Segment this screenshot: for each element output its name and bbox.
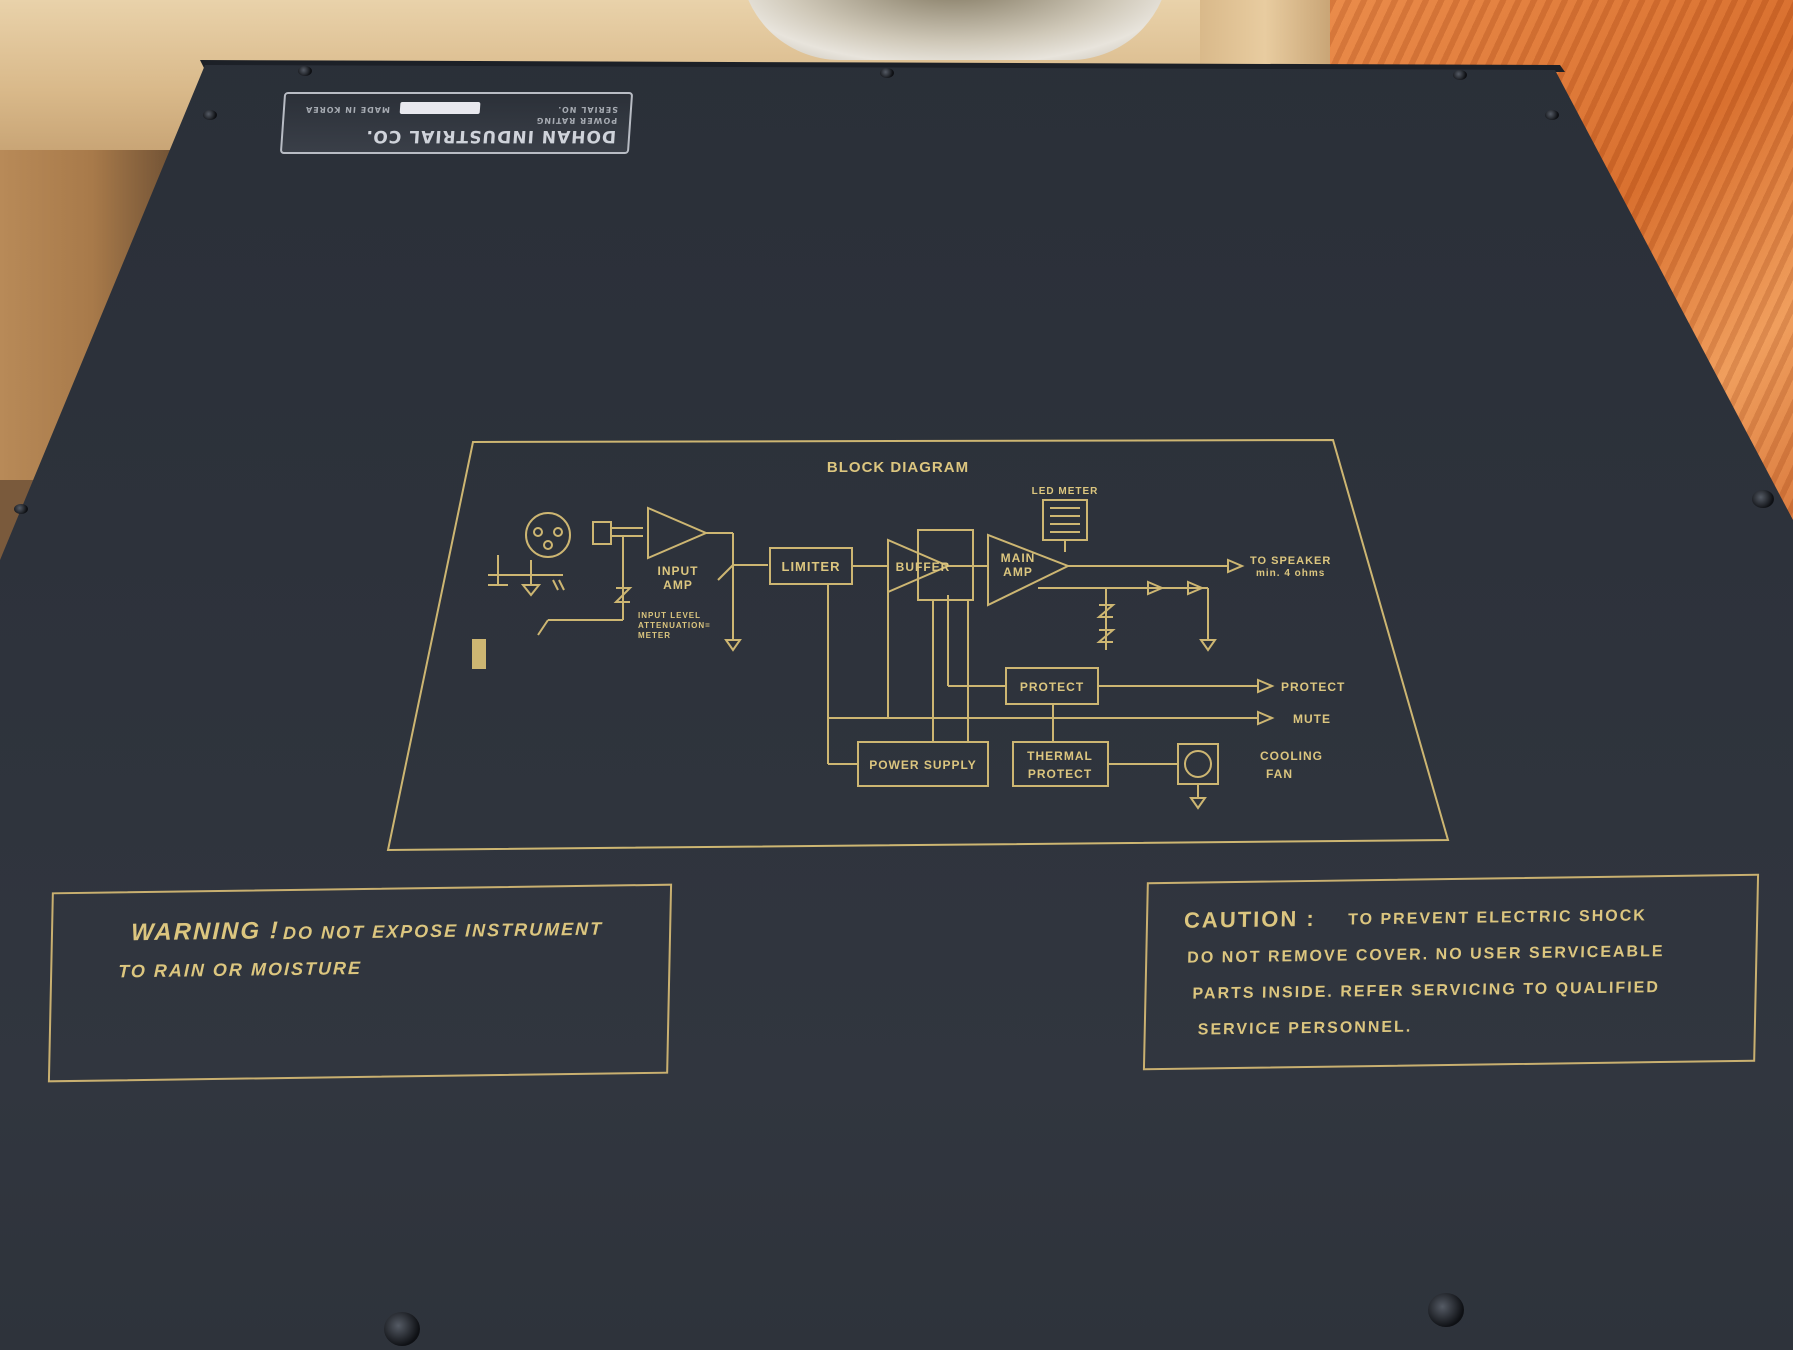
screw-icon <box>1453 70 1467 80</box>
attenuation-label-3: METER <box>638 631 671 640</box>
main-amp-label-1: MAIN <box>1001 551 1036 565</box>
input-amp-label-1: INPUT <box>658 564 699 578</box>
to-speaker-label-1: TO SPEAKER <box>1250 555 1331 567</box>
metal-bowl <box>740 0 1170 60</box>
block-diagram-title: BLOCK DIAGRAM <box>827 459 969 476</box>
block-diagram-svg: BLOCK DIAGRAM LED METER INPUT AMP INPUT … <box>386 438 1450 852</box>
cooling-fan-label-1: COOLING <box>1260 749 1323 763</box>
screw-icon <box>14 504 28 514</box>
caution-line-4: SERVICE PERSONNEL. <box>1197 1018 1413 1039</box>
diagram-frame <box>386 438 1450 852</box>
plate-power-text: POWER RATING <box>535 116 618 125</box>
buffer-label: BUFFER <box>896 560 951 574</box>
caution-line-1: TO PREVENT ELECTRIC SHOCK <box>1347 907 1648 929</box>
warning-notice: WARNING ! DO NOT EXPOSE INSTRUMENT TO RA… <box>47 883 673 1083</box>
plate-maker-text: DOHAN INDUSTRIAL CO. <box>364 126 617 146</box>
input-amp-triangle <box>647 506 709 560</box>
screw-icon <box>1545 110 1559 120</box>
wooden-post <box>1200 0 1330 70</box>
screw-icon <box>880 68 894 78</box>
switch-icon <box>472 639 486 669</box>
serial-number-plate: DOHAN INDUSTRIAL CO. POWER RATING SERIAL… <box>279 92 634 154</box>
warning-lead: WARNING ! <box>130 917 281 947</box>
warning-line-1: DO NOT EXPOSE INSTRUMENT <box>282 918 604 944</box>
thermal-protect-label-2: PROTECT <box>1028 767 1092 781</box>
to-speaker-label-2: min. 4 ohms <box>1256 568 1325 579</box>
cooling-fan-label-2: FAN <box>1266 767 1293 781</box>
serial-sticker <box>399 102 481 114</box>
protect-block-label: PROTECT <box>1020 680 1084 694</box>
attenuation-label-2: ATTENUATION= <box>638 621 711 630</box>
screw-icon <box>1428 1293 1464 1327</box>
caution-notice: CAUTION : TO PREVENT ELECTRIC SHOCK DO N… <box>1142 873 1760 1071</box>
thermal-protect-label-1: THERMAL <box>1027 749 1093 763</box>
screw-icon <box>384 1312 420 1346</box>
block-diagram-panel: BLOCK DIAGRAM LED METER INPUT AMP INPUT … <box>386 438 1450 852</box>
input-amp-label-2: AMP <box>663 578 693 592</box>
led-meter-block <box>1042 499 1088 541</box>
xlr-input-icon <box>525 512 571 558</box>
screw-icon <box>203 110 217 120</box>
attenuation-label-1: INPUT LEVEL <box>638 611 701 620</box>
mute-output-label: MUTE <box>1293 712 1331 726</box>
screw-icon <box>1752 490 1774 508</box>
protect-output-label: PROTECT <box>1281 680 1345 694</box>
warning-line-2: TO RAIN OR MOISTURE <box>118 957 363 982</box>
plate-serial-text: SERIAL NO. <box>556 105 619 114</box>
caution-lead: CAUTION : <box>1183 905 1317 933</box>
main-amp-label-2: AMP <box>1003 565 1033 579</box>
plate-made-text: MADE IN KOREA <box>304 105 391 114</box>
screw-icon <box>298 66 312 76</box>
caution-line-2: DO NOT REMOVE COVER. NO USER SERVICEABLE <box>1187 943 1665 967</box>
caution-line-3: PARTS INSIDE. REFER SERVICING TO QUALIFI… <box>1192 979 1661 1003</box>
main-amp-triangle <box>987 533 1071 607</box>
power-supply-label: POWER SUPPLY <box>869 758 977 772</box>
led-meter-label: LED METER <box>1032 486 1099 497</box>
limiter-label: LIMITER <box>782 559 841 574</box>
